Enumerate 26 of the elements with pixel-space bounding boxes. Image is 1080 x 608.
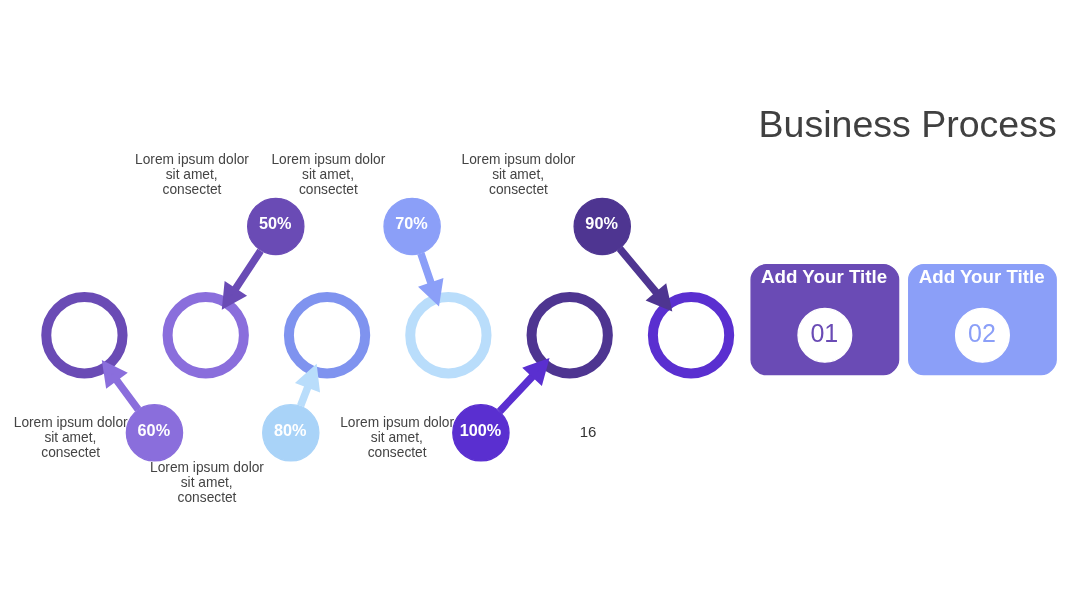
node-circle xyxy=(162,292,249,379)
node-circle xyxy=(647,292,735,379)
node-circle xyxy=(405,292,492,379)
node-circle xyxy=(283,292,371,379)
node-circle: 02 xyxy=(954,307,1010,363)
arrow xyxy=(101,360,142,412)
node-label: Lorem ipsum dolor sit amet, consectet xyxy=(271,152,386,198)
node-label: Lorem ipsum dolor sit amet, consectet xyxy=(135,152,249,198)
node-circle: 70% xyxy=(383,197,441,256)
node-circle: 01 xyxy=(797,307,853,363)
node-label: Lorem ipsum dolor sit amet, consectet xyxy=(150,459,264,505)
node-label: Lorem ipsum dolor sit amet, consectet xyxy=(13,414,128,460)
node-circle: 90% xyxy=(573,197,631,256)
arrow xyxy=(616,246,673,312)
node-label: Lorem ipsum dolor sit amet, consectet xyxy=(461,152,576,198)
arrow xyxy=(497,358,550,414)
node-circle xyxy=(41,292,128,379)
node-circle xyxy=(526,292,613,379)
arrow xyxy=(221,248,264,310)
node-label: Lorem ipsum dolor sit amet, consectet xyxy=(340,414,455,460)
label: 16 xyxy=(579,422,597,440)
arrow xyxy=(294,363,321,408)
diagram-title: Business Process xyxy=(758,103,1057,146)
node-circle: 80% xyxy=(262,404,320,462)
arrow xyxy=(417,252,444,307)
node-circle: 50% xyxy=(247,197,305,256)
